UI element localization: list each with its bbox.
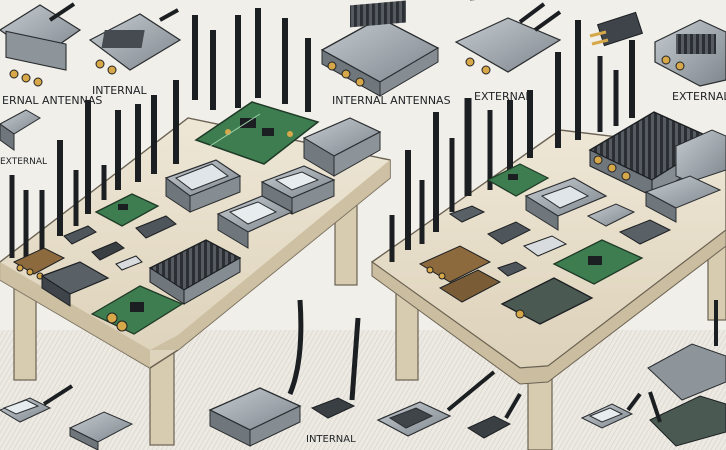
- floor-device-2: [68, 411, 134, 450]
- label-internal-antennas-center: INTERNAL ANTENNAS: [332, 94, 451, 107]
- top-left-router: [0, 2, 82, 87]
- label-internal-antennas-left: ERNAL ANTENNAS: [2, 94, 102, 107]
- antenna: [48, 2, 76, 22]
- floor-device-1: [0, 384, 74, 423]
- antenna-row-top: [192, 8, 311, 112]
- dongles-right: [448, 203, 672, 277]
- far-right-router: [654, 19, 726, 87]
- heatsink-device-left: [148, 239, 242, 305]
- gateway-device: [302, 117, 382, 177]
- screen-device-2: [260, 165, 336, 215]
- pcb-board-right-small: [486, 163, 550, 197]
- screen-device-right: [524, 177, 608, 231]
- left-table-antennas: [9, 80, 179, 266]
- right-table-antennas: [389, 20, 635, 262]
- pcb-board-large: [194, 101, 320, 165]
- pcb-board-front: [90, 285, 184, 335]
- table-edge: [371, 229, 726, 385]
- pcb-board-right-front: [500, 239, 644, 325]
- table-edge: [0, 160, 390, 368]
- label-internal-bottom: INTERNAL: [306, 434, 356, 445]
- floor-pcb-right: [647, 300, 726, 447]
- center-right-router: [454, 0, 562, 75]
- center-top-router: [320, 0, 440, 97]
- floor-router: [208, 299, 304, 447]
- screen-device-1: [164, 159, 242, 213]
- connector-bundle-right: [418, 245, 502, 303]
- box-module-left: [40, 261, 110, 307]
- top-dongle: [589, 11, 644, 47]
- label-external-right: EXTERNAL: [672, 90, 726, 103]
- right-box-stack: [644, 129, 726, 223]
- dongles-left: [63, 215, 177, 271]
- pcb-board-small: [94, 193, 160, 227]
- label-external-far-left: EXTERNAL: [0, 157, 47, 167]
- floor-small-modem: [580, 392, 642, 429]
- left-small-modem: [0, 109, 41, 151]
- floor-screen-device: [376, 370, 496, 437]
- floor-modem: [310, 317, 361, 419]
- floor-dongle: [466, 392, 522, 439]
- label-internal-top-left: INTERNAL: [92, 84, 148, 97]
- top-left-router-2: [88, 8, 182, 75]
- label-external-center: EXTERNAL: [474, 90, 532, 103]
- screen-device-3: [216, 195, 294, 249]
- connector-cluster: [12, 247, 66, 280]
